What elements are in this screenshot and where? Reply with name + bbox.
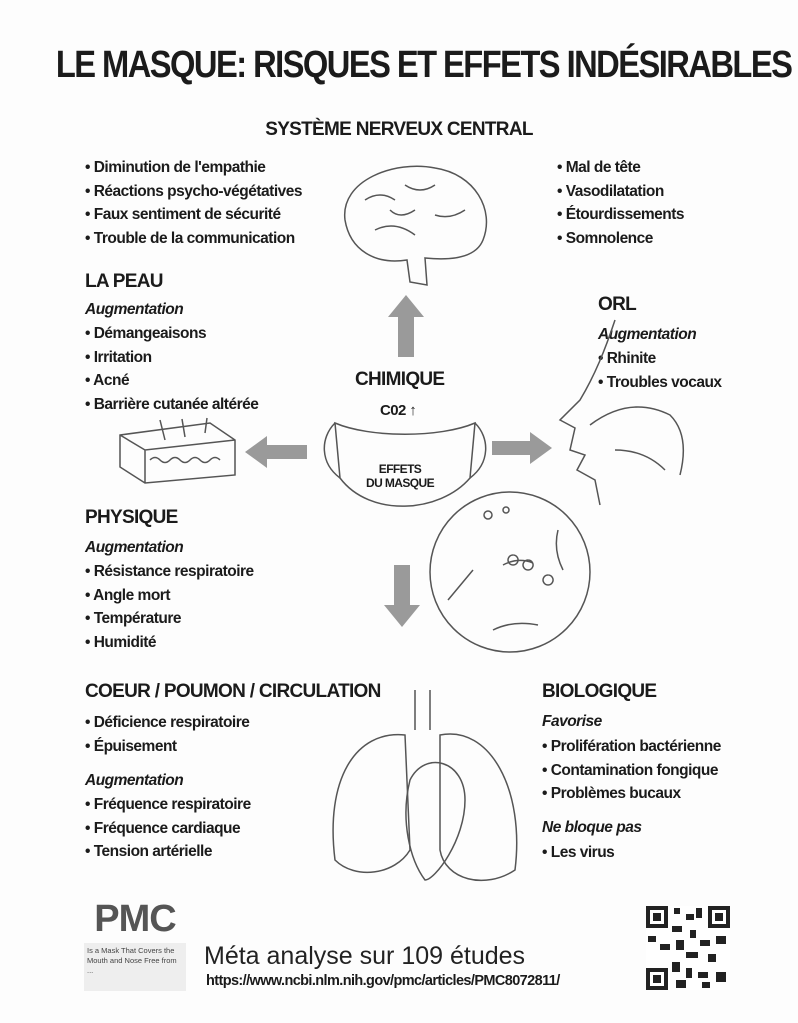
meta-analysis-text: Méta analyse sur 109 études [204, 942, 526, 970]
coeur-heading: COEUR / POUMON / CIRCULATION [85, 681, 381, 702]
list-item: Acné [85, 369, 258, 393]
peau-sub: Augmentation [85, 301, 184, 318]
list-item: Problèmes bucaux [542, 782, 721, 806]
list-item: Étourdissements [557, 203, 685, 227]
list-item: Trouble de la communication [85, 227, 302, 251]
brain-illustration [344, 165, 488, 286]
list-item: Vasodilatation [557, 180, 684, 204]
mask-label-line: DU MASQUE [366, 476, 435, 490]
orl-heading: ORL [598, 294, 637, 315]
source-url[interactable]: https://www.ncbi.nlm.nih.gov/pmc/article… [206, 973, 560, 989]
bio-sub-2: Ne bloque pas [542, 819, 642, 836]
coeur-list-2: Fréquence respiratoire Fréquence cardiaq… [85, 793, 251, 864]
poster-title: LE MASQUE: RISQUES ET EFFETS INDÉSIRABLE… [55, 44, 793, 86]
pmc-logo-text: PMC [94, 898, 176, 940]
list-item: Rhinite [598, 347, 722, 371]
pmc-logo: PMC Is a Mask That Covers the Mouth and … [84, 898, 186, 994]
orl-sub: Augmentation [598, 326, 697, 343]
list-item: Déficience respiratoire [85, 711, 250, 735]
list-item: Troubles vocaux [598, 371, 722, 395]
list-item: Mal de tête [557, 156, 684, 180]
list-item: Faux sentiment de sécurité [85, 203, 302, 227]
list-item: Les virus [542, 841, 615, 865]
physique-heading: PHYSIQUE [85, 507, 178, 528]
orl-list: Rhinite Troubles vocaux [598, 347, 722, 394]
bio-sub-1: Favorise [542, 713, 602, 730]
peau-heading: LA PEAU [85, 271, 163, 292]
snc-left-list: Diminution de l'empathie Réactions psych… [85, 156, 303, 251]
skin-illustration [119, 417, 236, 484]
qr-code-icon[interactable] [646, 906, 730, 990]
pmc-logo-caption: Is a Mask That Covers the Mouth and Nose… [84, 943, 186, 991]
microbes-illustration [429, 491, 591, 653]
co2-label: C02 ↑ [380, 402, 417, 419]
arrow-right-icon [492, 432, 552, 464]
list-item: Résistance respiratoire [85, 560, 254, 584]
list-item: Température [85, 607, 254, 631]
list-item: Somnolence [557, 227, 684, 251]
list-item: Fréquence cardiaque [85, 817, 251, 841]
list-item: Tension artérielle [85, 840, 251, 864]
list-item: Prolifération bactérienne [542, 735, 722, 759]
bio-heading: BIOLOGIQUE [542, 681, 657, 702]
physique-sub: Augmentation [85, 539, 184, 556]
coeur-sub: Augmentation [85, 772, 184, 789]
mask-illustration [323, 421, 487, 507]
snc-heading: SYSTÈME NERVEUX CENTRAL [265, 119, 533, 140]
arrow-up-icon [388, 295, 424, 357]
list-item: Épuisement [85, 735, 249, 759]
peau-list: Démangeaisons Irritation Acné Barrière c… [85, 322, 259, 417]
arrow-left-icon [245, 436, 307, 468]
list-item: Irritation [85, 346, 258, 370]
bio-list-2: Les virus [542, 841, 615, 865]
chimique-label: CHIMIQUE [355, 369, 445, 390]
list-item: Humidité [85, 631, 254, 655]
face-profile-illustration [558, 319, 685, 506]
snc-right-list: Mal de tête Vasodilatation Étourdissemen… [557, 156, 685, 251]
list-item: Fréquence respiratoire [85, 793, 251, 817]
list-item: Démangeaisons [85, 322, 258, 346]
bio-list-1: Prolifération bactérienne Contamination … [542, 735, 722, 806]
list-item: Diminution de l'empathie [85, 156, 302, 180]
physique-list: Résistance respiratoire Angle mort Tempé… [85, 560, 254, 654]
list-item: Barrière cutanée altérée [85, 393, 259, 417]
lungs-heart-illustration [332, 690, 518, 882]
list-item: Angle mort [85, 584, 254, 608]
list-item: Réactions psycho-végétatives [85, 180, 303, 204]
arrow-down-icon [384, 565, 420, 627]
mask-label-line: EFFETS [378, 462, 422, 476]
coeur-list-1: Déficience respiratoire Épuisement [85, 711, 250, 759]
list-item: Contamination fongique [542, 759, 721, 783]
mask-label: EFFETS DU MASQUE [360, 462, 440, 490]
